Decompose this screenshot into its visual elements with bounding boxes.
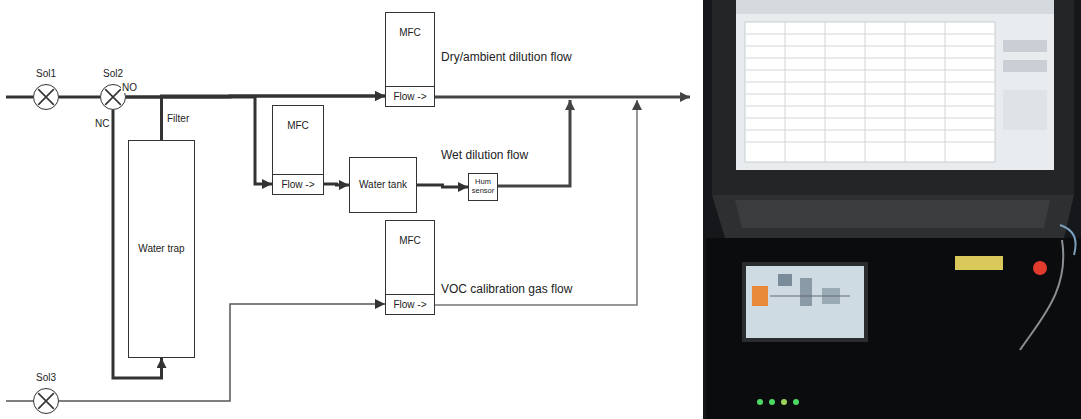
pipe-connector [59, 96, 100, 99]
mfc-title: MFC [399, 235, 421, 294]
mass-flow-controller: MFC Flow -> [385, 220, 435, 315]
box-content: Water trap [136, 241, 186, 257]
output-line [435, 96, 690, 99]
box-text: Water trap [138, 243, 184, 255]
pipe-connector [324, 184, 349, 185]
box-content: Water tank [357, 177, 409, 193]
filter-label: Filter [166, 113, 190, 124]
pipe-connector [59, 304, 385, 401]
valve-label: Sol1 [36, 68, 56, 80]
process-box: Water trap [128, 140, 195, 358]
valve-label: Sol3 [36, 372, 56, 384]
input-line [6, 400, 33, 402]
box-text: Hum sensor [471, 178, 495, 195]
process-box: Water tank [349, 157, 417, 213]
port-label: NO [121, 82, 138, 93]
mfc-flow-section: Flow -> [386, 86, 434, 106]
flow-direction: Flow -> [281, 179, 314, 191]
mfc-flow-section: Flow -> [386, 294, 434, 314]
solenoid-valve: Sol3 [33, 388, 59, 414]
box-content: Hum sensor [469, 176, 497, 197]
voc-merge-line [435, 100, 637, 305]
mass-flow-controller: MFC Flow -> [385, 12, 435, 107]
box-text: Water tank [359, 179, 407, 191]
mfc-body: MFC [273, 106, 323, 174]
valve-cross [34, 389, 58, 413]
flow-label: Wet dilution flow [440, 148, 529, 162]
mfc-title: MFC [399, 27, 421, 86]
mfc-body: MFC [386, 13, 434, 86]
port-label: NC [94, 118, 110, 129]
process-box: Hum sensor [468, 173, 498, 201]
input-line [6, 96, 33, 99]
flow-label: VOC calibration gas flow [440, 282, 573, 296]
flow-direction: Flow -> [393, 299, 426, 311]
valve-cross [34, 85, 58, 109]
valve-label: Sol2 [103, 68, 123, 80]
flow-label: Dry/ambient dilution flow [440, 50, 573, 64]
solenoid-valve: Sol1 [33, 84, 59, 110]
mfc-body: MFC [386, 221, 434, 294]
mfc-flow-section: Flow -> [273, 174, 323, 194]
mfc-title: MFC [287, 120, 309, 174]
wet-merge-line [498, 100, 570, 186]
pipe-connector [417, 185, 468, 187]
mass-flow-controller: MFC Flow -> [272, 105, 324, 195]
flow-direction: Flow -> [393, 91, 426, 103]
photo [703, 0, 1081, 419]
